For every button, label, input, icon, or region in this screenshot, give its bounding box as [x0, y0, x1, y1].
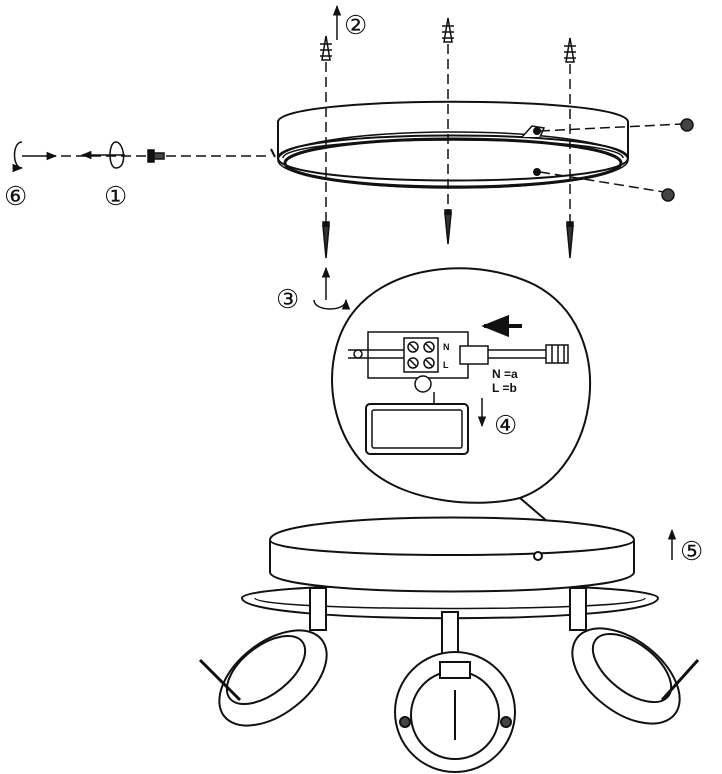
- wire-l-label: L =b: [492, 381, 517, 395]
- step6-label: ⑥: [4, 182, 27, 212]
- led-driver: [365, 392, 469, 455]
- terminal-l-label: L: [443, 360, 449, 370]
- wiring-detail-bubble: [331, 267, 592, 523]
- step6-rotate-icon: [12, 141, 24, 173]
- terminal-n-label: N: [443, 342, 450, 352]
- wall-plug-left: [320, 35, 332, 61]
- side-screw-left: [147, 149, 165, 163]
- screw-right: [566, 221, 574, 259]
- step5-label: ⑤: [680, 537, 703, 567]
- step3-label: ③: [276, 285, 299, 315]
- step4-label: ④: [494, 411, 517, 441]
- wire-n-label: N =a: [492, 367, 518, 381]
- side-screw-right-top: [680, 118, 694, 132]
- screw-left: [322, 221, 330, 259]
- side-screw-right-bottom: [661, 188, 675, 202]
- mounting-ring: [270, 100, 629, 189]
- spotlight-center: [394, 611, 516, 773]
- terminal-block: [348, 331, 489, 393]
- step2-label: ②: [344, 11, 367, 41]
- spotlight-right: [569, 587, 700, 725]
- spotlight-left: [198, 587, 328, 727]
- wall-plug-right: [564, 37, 576, 63]
- screw-center: [444, 209, 452, 245]
- wall-plug-center: [442, 17, 454, 43]
- supply-wires: [488, 344, 569, 364]
- step1-label: ①: [104, 182, 127, 212]
- step1-rotate-icon: [109, 141, 125, 169]
- step3-rotate-icon: [313, 298, 351, 310]
- lamp-canopy: [240, 516, 660, 620]
